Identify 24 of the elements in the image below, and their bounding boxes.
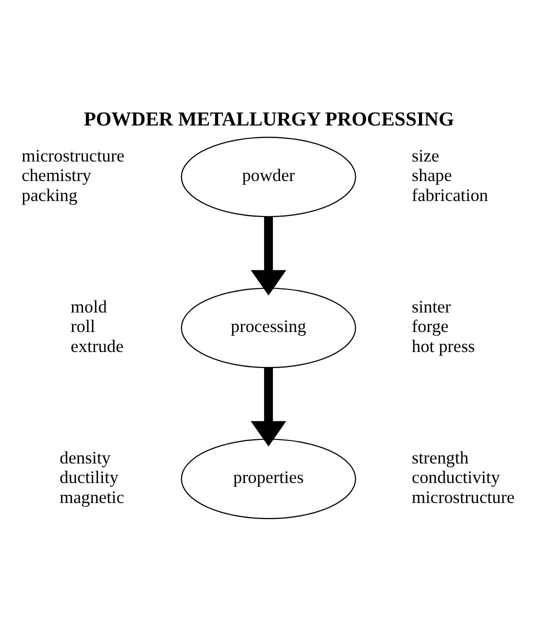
node-ellipse: processing [180,288,356,368]
node-label: forge [412,316,449,336]
node-label: roll [70,316,96,336]
node-label: extrude [70,336,124,356]
node-label: microstructure [412,486,515,507]
node-label: density [60,447,111,468]
node-label: chemistry [22,165,92,186]
node-label: ductility [60,467,118,488]
node-label: conductivity [412,467,500,488]
arrow [250,368,286,446]
node-label: shape [412,165,452,186]
node-label: microstructure [22,145,124,166]
node-label: fabrication [412,184,488,205]
node-label: mold [70,296,107,316]
node-ellipse: powder [180,136,356,218]
node-label: strength [412,447,469,468]
node-ellipse: properties [180,438,356,520]
node-label: sinter [412,296,451,316]
node-label: size [412,145,440,166]
node-label: hot press [412,336,475,356]
node-label: magnetic [60,486,124,507]
node-label: packing [22,184,78,205]
diagram-title: POWDER METALLURGY PROCESSING [84,108,454,131]
arrow [250,216,286,296]
